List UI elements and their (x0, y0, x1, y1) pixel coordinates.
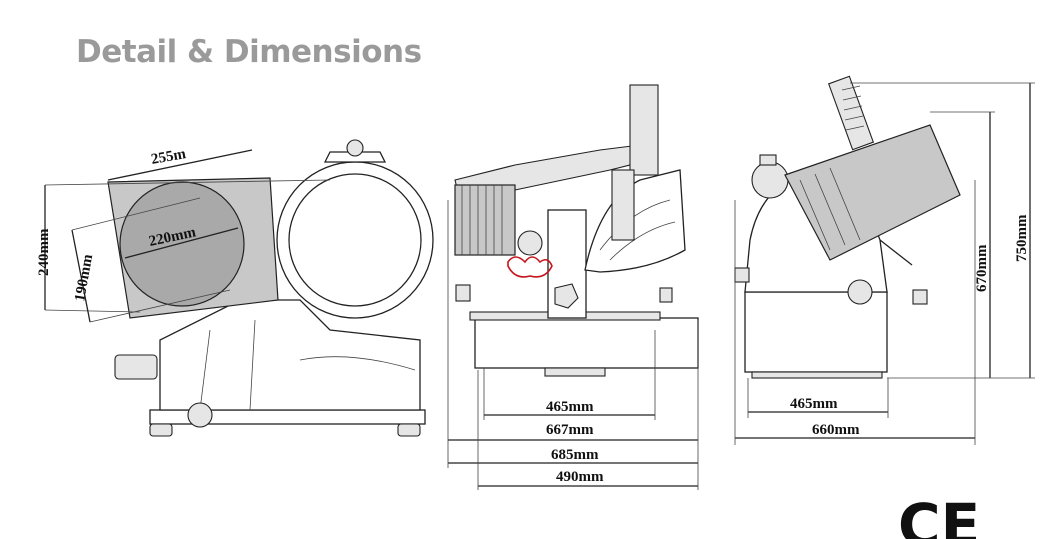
side-right-motor-cap (759, 154, 777, 166)
side-left-knob (517, 230, 543, 256)
side-view-right: 465mm 660mm 670mm 750mm (734, 75, 1035, 445)
dim-line-190 (71, 229, 91, 323)
side-left-pusher (629, 84, 659, 176)
front-wheel (187, 402, 213, 428)
side-right-carriage (784, 124, 961, 261)
dim-label-240: 240mm (36, 228, 52, 276)
side-left-base (474, 317, 699, 369)
side-left-hex-nut (554, 283, 579, 309)
side-right-side-knob-2 (912, 289, 928, 305)
dim-label-750: 750mm (1014, 214, 1030, 262)
page-title: Detail & Dimensions (76, 34, 422, 70)
front-view: 255m 220mm 240mm 190mm (36, 139, 434, 437)
side-left-motor-fins (461, 185, 503, 255)
side-view-left: 465mm 667mm 685mm 490mm (447, 84, 699, 490)
front-product-circle (119, 181, 245, 307)
front-knob (114, 354, 158, 380)
dim-label-465-b: 465mm (790, 396, 838, 412)
ext-line-190-top (71, 197, 201, 231)
side-right-base (744, 291, 888, 373)
side-right-rod (879, 239, 913, 266)
dim-label-490: 490mm (556, 469, 604, 485)
front-body-lines (199, 319, 416, 411)
dim-label-465-a: 465mm (546, 399, 594, 415)
side-left-motor (454, 184, 516, 256)
dim-label-255: 255m (150, 146, 188, 168)
dim-label-660: 660mm (812, 422, 860, 438)
side-left-side-knob-2 (659, 287, 673, 303)
side-left-red-mark (507, 256, 553, 278)
front-top-knob (323, 151, 387, 163)
side-right-knob (847, 279, 873, 305)
side-left-side-knob (455, 284, 471, 302)
side-right-base-foot (751, 371, 883, 379)
front-blade-guard-inner (288, 173, 422, 307)
side-right-handle-grip (841, 85, 865, 131)
dim-label-667: 667mm (546, 422, 594, 438)
side-right-handle (827, 75, 875, 151)
ext-line-190-bottom (89, 289, 231, 323)
side-left-base-foot (544, 367, 606, 377)
dim-label-190: 190mm (72, 253, 96, 303)
dim-label-685: 685mm (551, 447, 599, 463)
front-top-cap (346, 139, 364, 157)
ext-line-240-bottom (44, 309, 141, 313)
dim-line-255 (107, 149, 253, 181)
side-right-side-knob (734, 267, 750, 283)
side-left-blade-housing (584, 169, 686, 273)
dim-line-220 (124, 227, 239, 259)
side-left-rod (611, 169, 635, 241)
front-foot-left (149, 423, 173, 437)
front-body (159, 299, 421, 411)
ext-line-240-top (44, 179, 331, 186)
side-right-motor (751, 161, 789, 199)
front-foot-right (397, 423, 421, 437)
dim-label-670: 670mm (974, 244, 990, 292)
ce-mark: CE (898, 491, 980, 539)
side-right-carriage-lines (799, 167, 861, 251)
